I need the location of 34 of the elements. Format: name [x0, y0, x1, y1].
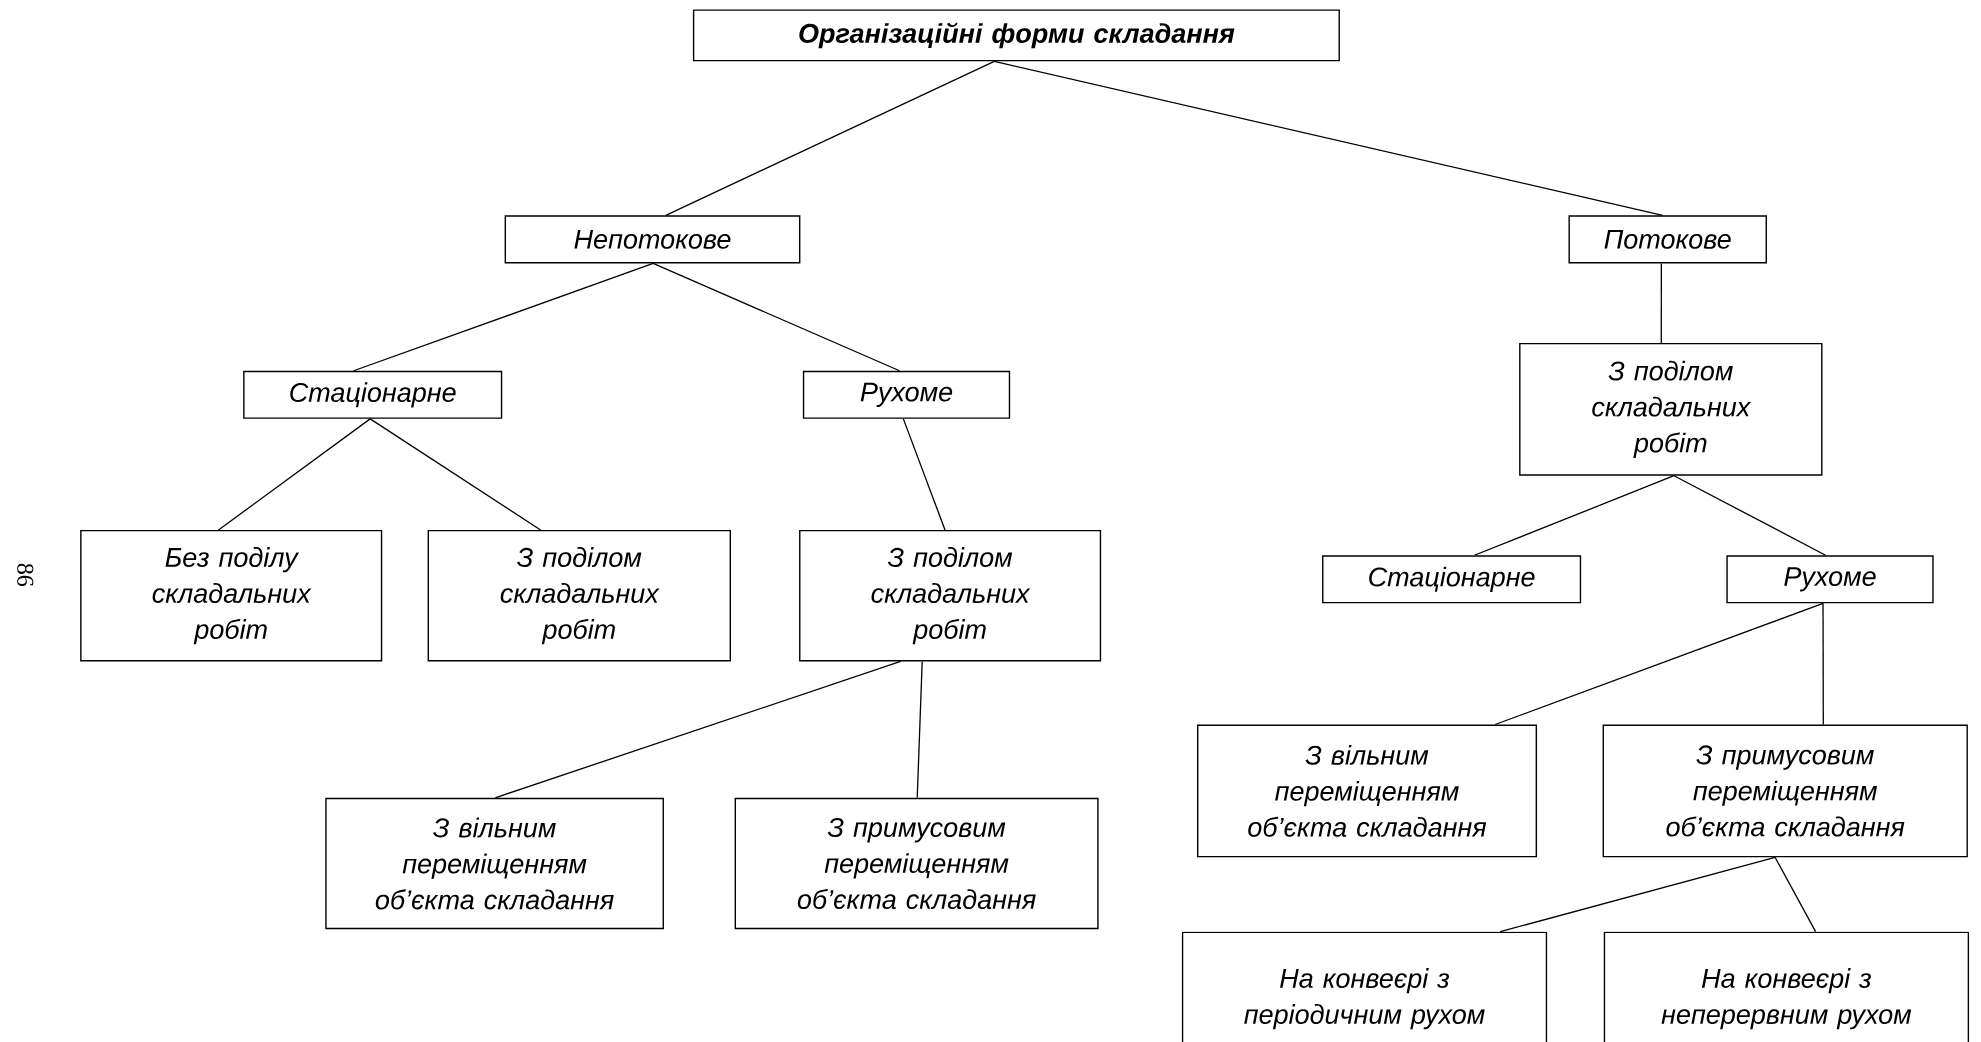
category-box: З вільним переміщенням об’єкта складання	[325, 797, 664, 930]
connector-line	[369, 418, 542, 531]
connector-line	[1774, 856, 1817, 933]
category-box: Без поділу складальних робіт	[80, 529, 383, 662]
category-box: Стаціонарне	[243, 370, 503, 419]
title-box: Організаційні форми складання	[692, 9, 1340, 62]
category-box: Непотокове	[504, 215, 801, 264]
connector-line	[1673, 475, 1827, 556]
category-box: Рухоме	[802, 370, 1011, 419]
category-box: Потокове	[1568, 215, 1767, 264]
connector-line	[993, 60, 1664, 216]
connector-line	[652, 262, 901, 372]
category-box: Рухоме	[1726, 555, 1934, 604]
category-box: З поділом складальних робіт	[799, 529, 1102, 662]
connector-line	[353, 262, 654, 372]
connector-line	[494, 660, 902, 799]
connector-line	[1660, 262, 1662, 344]
connector-line	[916, 660, 923, 799]
category-box: З поділом складальних робіт	[1519, 342, 1823, 476]
connector-line	[1822, 602, 1824, 726]
category-box: З примусовим переміщенням об’єкта складання	[1602, 724, 1968, 858]
category-box: З вільним переміщенням об’єкта складання	[1197, 724, 1537, 858]
connector-line	[902, 418, 946, 531]
connector-line	[665, 60, 995, 216]
category-box: На конвеєрі з періодичним рухом	[1181, 931, 1548, 1042]
connector-line	[1494, 602, 1824, 726]
connector-line	[217, 418, 371, 531]
category-box: З примусовим переміщенням об’єкта складання	[734, 797, 1099, 930]
category-box: На конвеєрі з неперервним рухом	[1603, 931, 1970, 1042]
page-number: 86	[17, 563, 34, 587]
connector-line	[1499, 856, 1776, 933]
category-box: Стаціонарне	[1322, 555, 1582, 604]
connector-line	[1473, 475, 1675, 556]
category-box: З поділом складальних робіт	[427, 529, 731, 662]
